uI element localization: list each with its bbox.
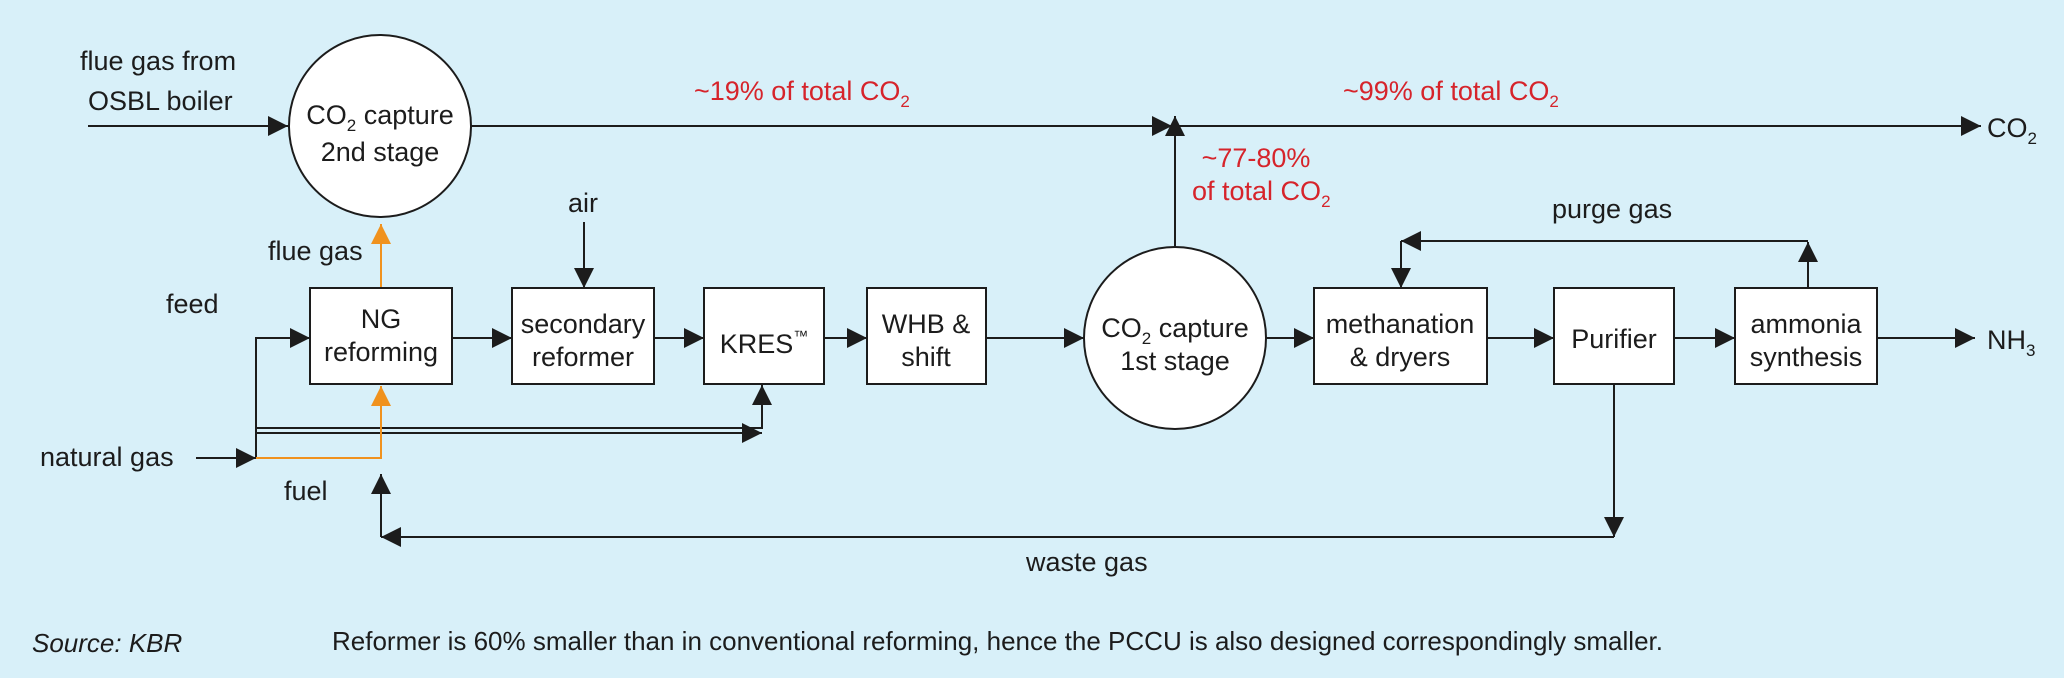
ammonia-synthesis-label-line2: synthesis — [1750, 342, 1863, 372]
methanation-dryers-label-line2: & dryers — [1350, 342, 1451, 372]
equipment — [288, 34, 1878, 430]
ng-reforming-label-line2: reforming — [324, 337, 438, 367]
orange-flow-lines — [256, 224, 391, 459]
whb-shift-label: WHB & — [882, 309, 971, 339]
nh3-out-label: NH3 — [1987, 325, 2035, 360]
caption-text: Reformer is 60% smaller than in conventi… — [332, 626, 1663, 656]
co2-capture-1st-stage-unit — [1083, 246, 1267, 430]
feed-label: feed — [166, 289, 219, 319]
co2-capture-2nd-stage-unit — [288, 34, 472, 218]
ammonia-synthesis-unit — [1734, 287, 1878, 385]
co2-capture-2nd-label-line2: 2nd stage — [321, 137, 440, 167]
co2-capture-1st-label: CO2 capture — [1101, 313, 1249, 348]
secondary-reformer-label-line2: reformer — [532, 342, 634, 372]
methanation-dryers-unit — [1313, 287, 1488, 385]
flue-gas-osbl-label: flue gas from — [80, 46, 236, 76]
co2-99pct-annotation: ~99% of total CO2 — [1343, 76, 1559, 111]
purge-gas-label: purge gas — [1552, 194, 1672, 224]
methanation-dryers-label: methanation — [1326, 309, 1475, 339]
secondary-reformer-unit — [511, 287, 655, 385]
ammonia-synthesis-label: ammonia — [1750, 309, 1862, 339]
co2-77pct-annotation-line2: of total CO2 — [1192, 176, 1331, 211]
purifier-unit — [1553, 287, 1675, 385]
kres-bypass-line — [256, 385, 772, 429]
kres-label: KRES™ — [720, 328, 809, 359]
source-label: Source: KBR — [32, 628, 182, 658]
secondary-reformer-label: secondary — [521, 309, 646, 339]
co2-77pct-annotation: ~77-80% — [1202, 143, 1311, 173]
purifier-label: Purifier — [1571, 324, 1657, 354]
fuel-line — [256, 386, 391, 459]
flue-gas-label: flue gas — [268, 236, 363, 266]
whb-shift-label-line2: shift — [901, 342, 951, 372]
co2-capture-2nd-label: CO2 capture — [306, 100, 454, 135]
ng-reforming-unit — [309, 287, 453, 385]
kres-unit — [703, 287, 825, 385]
co2-capture-1st-label-line2: 1st stage — [1120, 346, 1230, 376]
feed-line — [255, 328, 310, 458]
co2-19pct-annotation: ~19% of total CO2 — [694, 76, 910, 111]
natural-gas-label: natural gas — [40, 442, 174, 472]
whb-shift-unit — [866, 287, 987, 385]
fuel-label: fuel — [284, 476, 328, 506]
ng-reforming-label: NG — [361, 304, 402, 334]
waste-gas-label: waste gas — [1025, 547, 1148, 577]
flue-gas-osbl-label-line2: OSBL boiler — [88, 86, 233, 116]
co2-out-label: CO2 — [1987, 113, 2037, 148]
flow-lines — [88, 116, 1981, 547]
air-label: air — [568, 188, 598, 218]
